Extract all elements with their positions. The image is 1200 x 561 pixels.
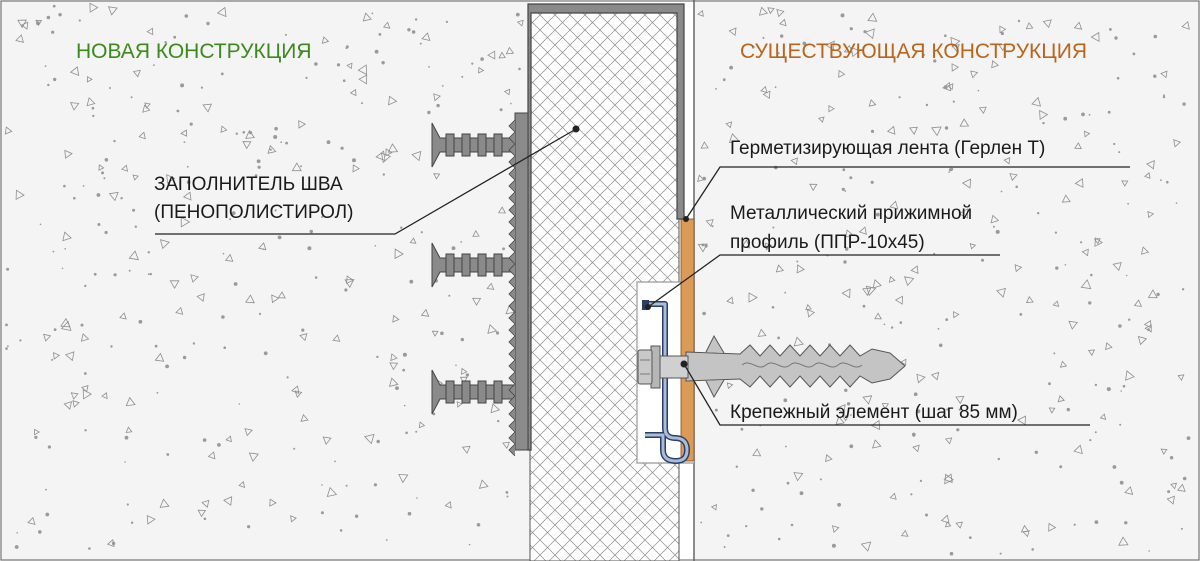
- filler-label-line1: ЗАПОЛНИТЕЛЬ ШВА: [154, 174, 343, 195]
- sealing-tape: [680, 218, 695, 462]
- concrete-aggregate-texture: [697, 6, 1191, 556]
- new-concrete-block: [0, 0, 530, 561]
- tape-label: Герметизирующая лента (Герлен Т): [730, 138, 1045, 159]
- fastener-label: Крепежный элемент (шаг 85 мм): [730, 402, 1018, 423]
- metal-profile-highlight: [645, 302, 689, 463]
- filler-leader-line: [155, 128, 577, 235]
- anchor-fins: [431, 119, 516, 457]
- new-construction-title: НОВАЯ КОНСТРУКЦИЯ: [76, 40, 312, 63]
- existing-construction-title: СУЩЕСТВУЮЩАЯ КОНСТРУКЦИЯ: [740, 40, 1087, 63]
- screw-anchor-icon: [685, 334, 906, 399]
- fastener-leader-dot: [680, 360, 688, 368]
- leader-lines: [155, 128, 1130, 426]
- concrete-aggregate-texture: [4, 2, 525, 550]
- filler-label-line2: (ПЕНОПОЛИСТИРОЛ): [154, 202, 353, 223]
- tape-leader-line: [685, 166, 1130, 220]
- profile-label-line2: профиль (ППР-10х45): [730, 232, 925, 253]
- fastener-leader-line: [683, 363, 1090, 426]
- filler-leader-dot: [572, 125, 580, 133]
- profile-leader-line: [647, 254, 1000, 308]
- profile-lip: [642, 300, 649, 310]
- bolt-head-icon: [637, 345, 689, 389]
- tape-leader-dot: [683, 216, 689, 222]
- profile-leader-dot: [645, 304, 651, 310]
- new-wall-profile: [527, 3, 685, 451]
- profile-label-line1: Металлический прижимной: [730, 203, 972, 224]
